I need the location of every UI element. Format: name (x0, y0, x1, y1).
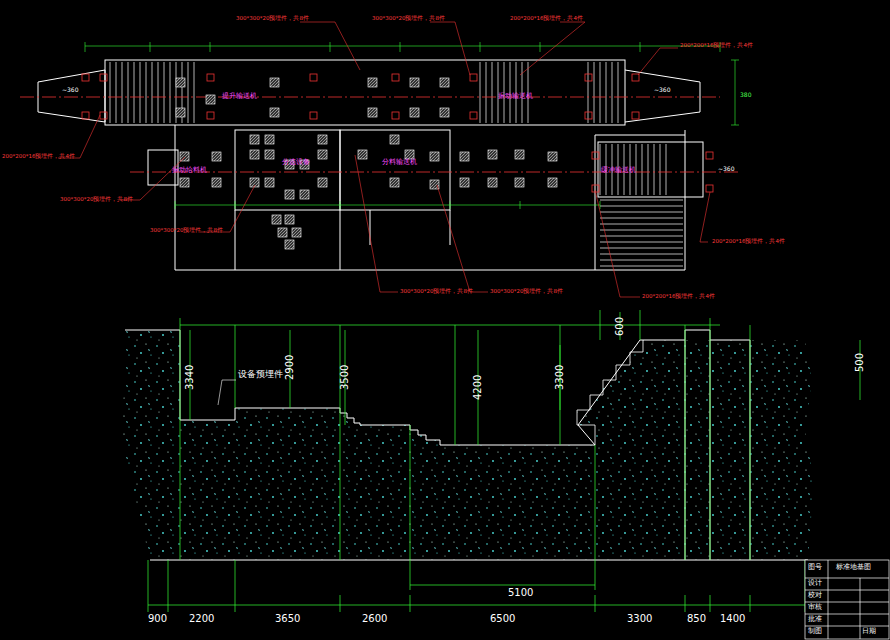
plan-dimension-lines (85, 42, 739, 209)
title-cell: 设计 (808, 580, 822, 588)
equipment-leader (218, 380, 236, 405)
callout-note: 300*300*20预埋件，共8件 (150, 227, 223, 233)
dimension-text: 3300 (627, 613, 652, 624)
dimension-text: 3500 (339, 365, 350, 390)
dimension-text: 2200 (189, 613, 214, 624)
dimension-text: 4200 (472, 375, 483, 400)
equipment-label: 分料输送机 (382, 159, 417, 167)
title-block (805, 560, 889, 639)
dimension-text: ~360 (62, 87, 78, 94)
equipment-label: 振动输送机 (498, 93, 533, 101)
dimension-text: 900 (148, 613, 167, 624)
dimension-text: 2900 (284, 355, 295, 380)
section-dimension-lines (148, 310, 860, 612)
callout-note: 200*200*16预埋件，共4件 (642, 293, 715, 299)
callout-note: 300*300*20预埋件，共8件 (490, 288, 563, 294)
title-cell: 日期 (862, 628, 876, 636)
callout-note: 300*300*20预埋件，共8件 (236, 15, 309, 21)
title-cell: 标准地基图 (836, 564, 871, 572)
callout-note: 300*300*20预埋件，共8件 (400, 288, 473, 294)
center-lines (20, 74, 740, 192)
dimension-text: 5100 (508, 587, 533, 598)
dimension-text: 500 (854, 353, 865, 372)
dimension-text: 1400 (720, 613, 745, 624)
equipment-label: 分选设备 (282, 159, 310, 167)
dimension-text: 850 (687, 613, 706, 624)
title-cell: 批准 (808, 616, 822, 624)
dimension-text: 600 (614, 317, 625, 336)
callout-note: 200*200*16预埋件，共4件 (2, 153, 75, 159)
title-cell: 审核 (808, 604, 822, 612)
dimension-text: 2600 (362, 613, 387, 624)
hatch-lines (110, 62, 683, 266)
dimension-text: ~360 (718, 166, 734, 173)
title-cell: 图号 (808, 564, 822, 572)
equipment-label: 提升输送机 (222, 93, 257, 101)
dimension-text: 380 (740, 92, 751, 99)
callout-note: 200*200*16预埋件，共4件 (712, 238, 785, 244)
equipment-label: 振动给料机 (172, 167, 207, 175)
dimension-text: 3650 (275, 613, 300, 624)
equipment-label: 设备预埋件 (238, 370, 283, 380)
dimension-text: 3340 (184, 365, 195, 390)
leader-lines (58, 22, 710, 297)
callout-note: 300*300*20预埋件，共8件 (60, 196, 133, 202)
equipment-label: 缓冲输送机 (601, 167, 636, 175)
dimension-text: 3300 (554, 365, 565, 390)
callout-note: 200*200*16预埋件，共4件 (510, 15, 583, 21)
section-outline (125, 330, 808, 560)
callout-note: 200*200*16预埋件，共4件 (680, 42, 753, 48)
dimension-text: 6500 (490, 613, 515, 624)
embed-plates (176, 78, 557, 249)
dimension-text: ~360 (654, 87, 670, 94)
title-cell: 制图 (808, 628, 822, 636)
callout-note: 300*300*20预埋件，共8件 (372, 15, 445, 21)
title-cell: 校对 (808, 592, 822, 600)
